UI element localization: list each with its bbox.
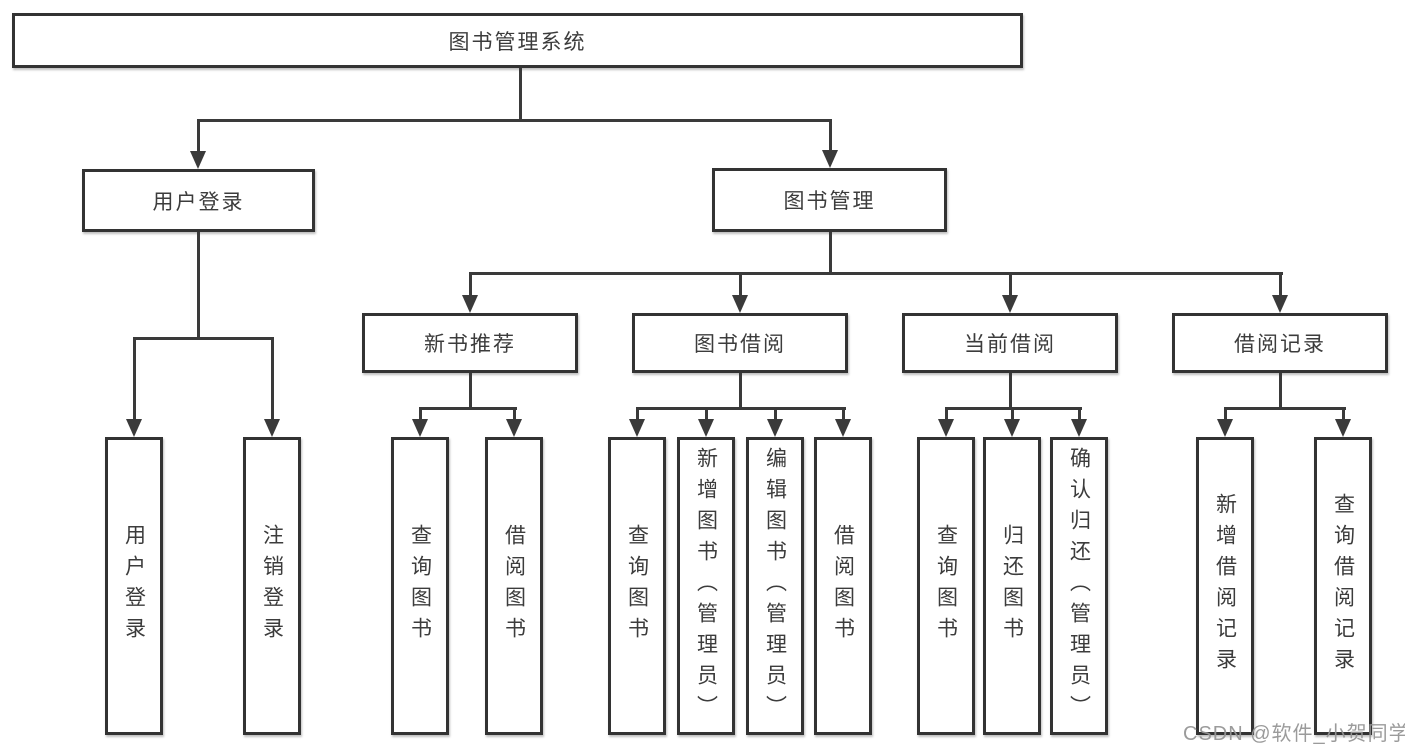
- arrowhead-down-icon: [822, 150, 838, 168]
- node-root: 图书管理系统: [12, 13, 1023, 68]
- leaf-logout-login: 注销登录: [243, 437, 301, 735]
- connector-line: [1224, 407, 1227, 421]
- connector-line: [1009, 272, 1012, 297]
- connector-line: [1078, 407, 1081, 421]
- node-user-login: 用户登录: [82, 169, 315, 232]
- node-new-book-recommendation: 新书推荐: [362, 313, 578, 373]
- leaf-borrow-books-borrowing: 借阅图书: [814, 437, 872, 735]
- connector-line: [133, 337, 274, 340]
- node-book-management: 图书管理: [712, 168, 947, 232]
- watermark: CSDN @软件_小贺同学: [1183, 723, 1405, 745]
- connector-line: [469, 272, 1283, 275]
- arrowhead-down-icon: [698, 419, 714, 437]
- arrowhead-down-icon: [1071, 419, 1087, 437]
- arrowhead-down-icon: [264, 419, 280, 437]
- arrowhead-down-icon: [1004, 419, 1020, 437]
- connector-line: [1279, 272, 1282, 297]
- arrowhead-down-icon: [732, 295, 748, 313]
- leaf-user-login: 用户登录: [105, 437, 163, 735]
- arrowhead-down-icon: [1002, 295, 1018, 313]
- node-book-borrowing: 图书借阅: [632, 313, 848, 373]
- connector-line: [419, 407, 517, 410]
- leaf-add-borrow-record: 新增借阅记录: [1196, 437, 1254, 735]
- connector-line: [1224, 407, 1346, 410]
- connector-line: [829, 119, 832, 152]
- connector-line: [197, 119, 832, 122]
- connector-line: [829, 232, 832, 275]
- arrowhead-down-icon: [1272, 295, 1288, 313]
- connector-line: [945, 407, 948, 421]
- leaf-query-books-recommend: 查询图书: [391, 437, 449, 735]
- leaf-query-books-current: 查询图书: [917, 437, 975, 735]
- connector-line: [1279, 373, 1282, 407]
- node-current-borrowing: 当前借阅: [902, 313, 1118, 373]
- arrowhead-down-icon: [462, 295, 478, 313]
- leaf-borrow-books-recommend: 借阅图书: [485, 437, 543, 735]
- connector-line: [842, 407, 845, 421]
- connector-line: [774, 407, 777, 421]
- connector-line: [519, 68, 522, 119]
- arrowhead-down-icon: [190, 151, 206, 169]
- arrowhead-down-icon: [629, 419, 645, 437]
- leaf-confirm-return-admin: 确认归还（管理员）: [1050, 437, 1108, 735]
- connector-line: [1342, 407, 1345, 421]
- arrowhead-down-icon: [767, 419, 783, 437]
- connector-line: [469, 272, 472, 297]
- arrowhead-down-icon: [412, 419, 428, 437]
- connector-line: [271, 337, 274, 421]
- leaf-return-books: 归还图书: [983, 437, 1041, 735]
- arrowhead-down-icon: [126, 419, 142, 437]
- leaf-query-borrow-record: 查询借阅记录: [1314, 437, 1372, 735]
- connector-line: [739, 373, 742, 407]
- arrowhead-down-icon: [506, 419, 522, 437]
- leaf-edit-book-admin: 编辑图书（管理员）: [746, 437, 804, 735]
- arrowhead-down-icon: [835, 419, 851, 437]
- arrowhead-down-icon: [1335, 419, 1351, 437]
- arrowhead-down-icon: [938, 419, 954, 437]
- connector-line: [197, 119, 200, 153]
- connector-line: [133, 337, 136, 421]
- leaf-query-books-borrowing: 查询图书: [608, 437, 666, 735]
- connector-line: [739, 272, 742, 297]
- connector-line: [469, 373, 472, 407]
- node-borrowing-records: 借阅记录: [1172, 313, 1388, 373]
- connector-line: [636, 407, 846, 410]
- connector-line: [513, 407, 516, 421]
- connector-line: [636, 407, 639, 421]
- connector-line: [1009, 373, 1012, 407]
- connector-line: [197, 232, 200, 337]
- connector-line: [705, 407, 708, 421]
- connector-line: [419, 407, 422, 421]
- arrowhead-down-icon: [1217, 419, 1233, 437]
- leaf-add-book-admin: 新增图书（管理员）: [677, 437, 735, 735]
- connector-line: [1011, 407, 1014, 421]
